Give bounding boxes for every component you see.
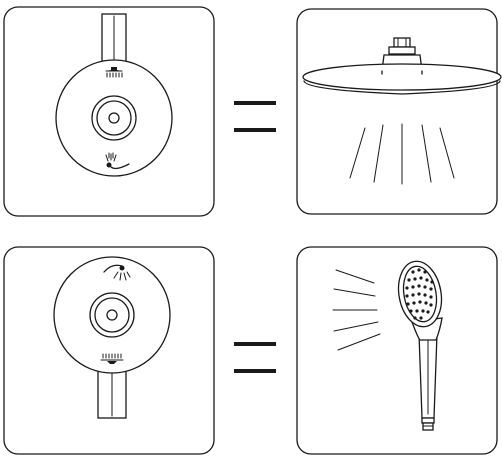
- diverter-knob-panel-top: [3, 6, 215, 217]
- hand-shower-icon: [105, 152, 130, 170]
- knob-outer-ring: [89, 292, 135, 338]
- rain-showerhead-panel: [296, 8, 502, 215]
- water-streams: [349, 123, 455, 185]
- spray-lines: [332, 269, 381, 351]
- diverter-knob-panel-bottom: [3, 246, 215, 455]
- knob-outer-ring: [91, 95, 137, 141]
- hand-shower-panel: [296, 246, 498, 455]
- knob-center: [106, 309, 118, 321]
- overhead-rain-showerhead: [302, 37, 502, 95]
- knob-stem: [101, 13, 127, 67]
- escutcheon-plate: [53, 256, 171, 374]
- handheld-shower: [397, 260, 443, 431]
- nozzle-dots: [405, 268, 434, 320]
- row-rain-setting: [3, 6, 502, 217]
- equals-icon: [234, 342, 276, 373]
- knob-center: [108, 112, 120, 124]
- rain-showerhead-icon: [100, 353, 124, 364]
- panel-frame: [296, 8, 498, 215]
- row-hand-setting: [3, 246, 498, 455]
- escutcheon-plate: [55, 59, 173, 177]
- rain-showerhead-icon: [105, 67, 123, 78]
- panel-frame: [296, 246, 498, 455]
- equals-icon: [234, 101, 276, 132]
- hand-shower-icon: [103, 264, 131, 281]
- knob-inner-ring: [94, 297, 130, 333]
- knob-inner-ring: [96, 100, 132, 136]
